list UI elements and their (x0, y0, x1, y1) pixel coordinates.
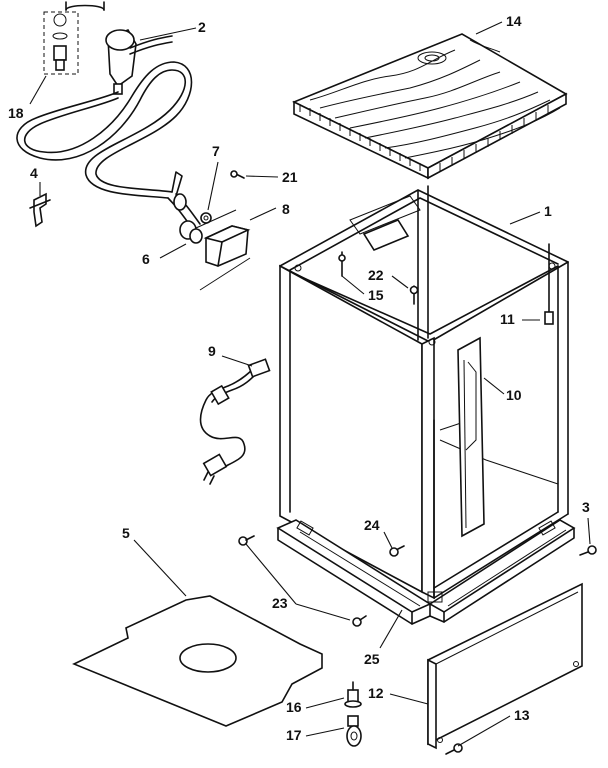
screw-23-part (238, 535, 367, 627)
callout-14: 14 (506, 13, 522, 29)
callout-1: 1 (544, 203, 552, 219)
hose-clip-part (29, 192, 51, 228)
callout-25: 25 (364, 651, 380, 667)
screw-24-part (389, 545, 405, 557)
power-cord-part (199, 358, 271, 485)
callout-8: 8 (282, 201, 290, 217)
callout-13: 13 (514, 707, 530, 723)
callout-21: 21 (282, 169, 298, 185)
callout-11: 11 (500, 311, 515, 327)
leader-lines (29, 21, 591, 747)
water-valve-assembly-part (16, 1, 203, 244)
callout-16: 16 (286, 699, 302, 715)
callout-23: 23 (272, 595, 288, 611)
callout-12: 12 (368, 685, 384, 701)
callout-18: 18 (8, 105, 24, 121)
wood-top-part (292, 33, 568, 180)
callout-15: 15 (368, 287, 384, 303)
callout-24: 24 (364, 517, 380, 533)
screw-3-part (579, 545, 597, 556)
callout-2: 2 (198, 19, 206, 35)
callout-3: 3 (582, 499, 590, 515)
screw-22-part (409, 285, 419, 305)
callout-10: 10 (506, 387, 522, 403)
callout-5: 5 (122, 525, 130, 541)
callout-7: 7 (212, 143, 220, 159)
callout-17: 17 (286, 727, 302, 743)
callout-6: 6 (142, 251, 150, 267)
toe-panel-part (427, 582, 583, 750)
callout-labels: 2 14 18 4 7 21 1 8 6 22 15 11 9 10 3 24 … (8, 13, 590, 743)
screw-11-part (544, 243, 554, 325)
floor-pad-part (72, 595, 323, 727)
valve-block-part (195, 209, 251, 291)
caster-part (346, 715, 362, 747)
base-assembly-part (276, 519, 576, 625)
screw-21-part (230, 170, 245, 179)
leveling-leg-part (344, 681, 362, 708)
screw-15-part (338, 251, 346, 277)
side-bracket-part (457, 336, 485, 538)
screw-13-part (445, 743, 463, 755)
callout-4: 4 (30, 165, 38, 181)
callout-9: 9 (208, 343, 216, 359)
callout-22: 22 (368, 267, 384, 283)
cabinet-frame-part (279, 185, 569, 600)
